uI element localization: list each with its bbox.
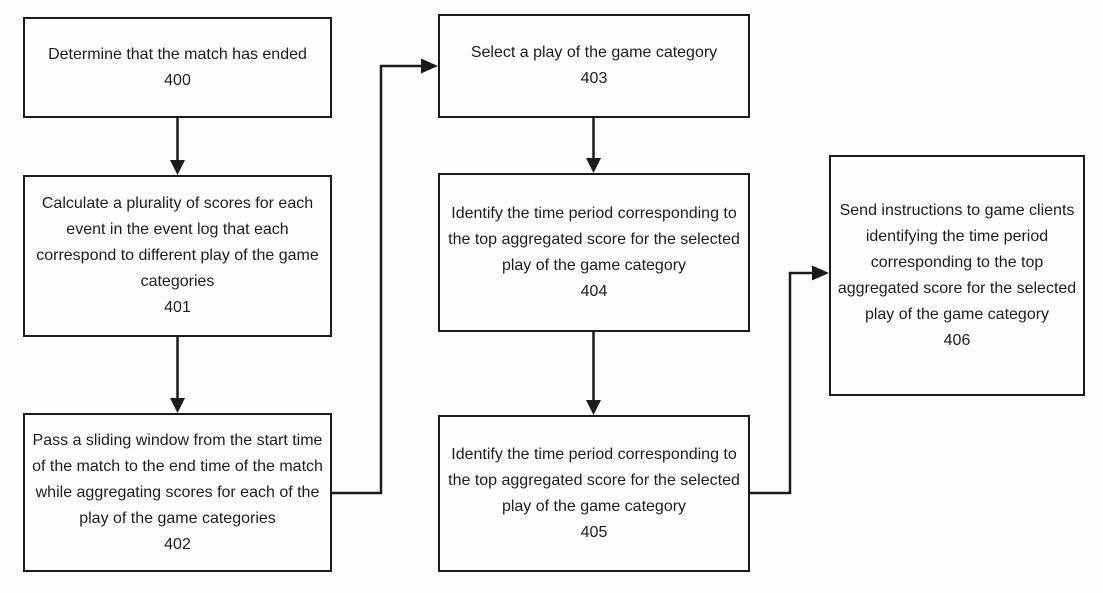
arrow-402-to-403 [332,58,438,495]
arrow-403-to-404 [586,118,601,173]
step-number: 403 [580,70,608,87]
step-number: 404 [580,282,608,300]
step-number: 401 [164,299,191,316]
step-number: 406 [943,331,971,349]
flow-step-406: Send instructions to game clients identi… [829,155,1085,396]
flow-step-402: Pass a sliding window from the start tim… [23,413,332,572]
arrow-401-to-402 [170,337,185,413]
flow-step-404: Identify the time period corresponding t… [438,173,750,332]
step-text-line: of the match to the end time of the matc… [32,457,323,475]
arrow-405-to-406 [749,265,829,495]
arrow-404-to-405 [586,332,601,415]
flow-step-401: Calculate a plurality of scores for each… [23,175,332,337]
step-text-line: Pass a sliding window from the start tim… [32,431,323,449]
step-text-line: Calculate a plurality of scores for each [41,195,314,212]
step-text-line: aggregated score for the selected [837,279,1077,297]
step-text-line: play of the game category [501,497,687,515]
arrow-400-to-401 [170,118,185,175]
step-number: 402 [164,535,191,553]
step-text-line: event in the event log that each [66,221,289,238]
step-text-line: corresponding to the top [870,253,1044,271]
step-text-line: play of the game category [864,305,1050,323]
step-text-line: while aggregating scores for each of the [35,483,320,501]
step-text-line: categories [140,273,215,290]
step-text-line: play of the game category [501,256,687,274]
step-text-line: the top aggregated score for the selecte… [448,230,740,248]
step-number: 400 [164,71,191,89]
step-text-line: identifying the time period [865,227,1049,245]
step-text-line: Identify the time period corresponding t… [451,204,737,222]
step-text-line: correspond to different play of the game [36,247,319,264]
step-number: 405 [580,523,608,541]
flow-step-400: Determine that the match has ended 400 [23,17,332,118]
step-text-line: play of the game categories [79,509,276,527]
step-text-line: the top aggregated score for the selecte… [448,471,740,489]
step-text-line: Select a play of the game category [470,44,718,61]
flow-step-405: Identify the time period corresponding t… [438,415,750,572]
step-text-line: Determine that the match has ended [48,45,307,63]
step-text-line: Identify the time period corresponding t… [451,445,737,463]
step-text-line: Send instructions to game clients [839,201,1075,219]
flow-step-403: Select a play of the game category 403 [438,14,750,118]
